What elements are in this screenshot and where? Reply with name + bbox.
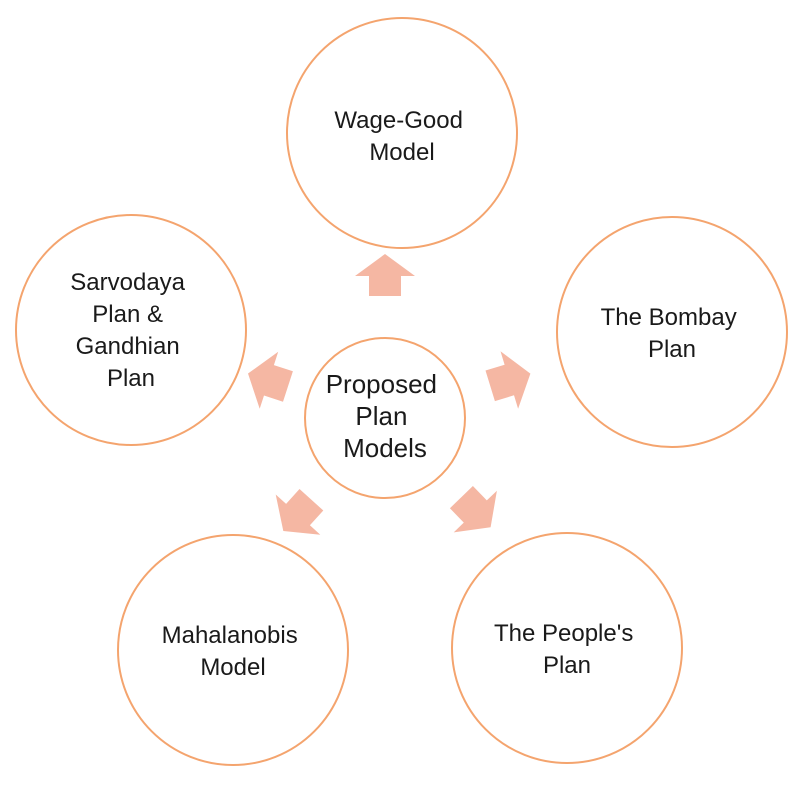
node-label-line: Gandhian (76, 333, 180, 360)
node-label: Wage-Good Model (334, 107, 469, 166)
center-label-line: Models (343, 433, 427, 463)
node-label: Mahalanobis Model (162, 622, 305, 681)
node-label-line: Model (200, 654, 265, 681)
node-label-line: Sarvodaya (70, 269, 185, 296)
node-label: The Bombay Plan (601, 304, 744, 363)
node-sarvodaya-gandhian-plan: Sarvodaya Plan & Gandhian Plan (15, 214, 247, 446)
arrows-group (248, 254, 531, 535)
node-the-bombay-plan: The Bombay Plan (556, 216, 788, 448)
node-label-line: Plan (543, 652, 591, 679)
node-the-peoples-plan: The People's Plan (451, 532, 683, 764)
node-label-line: Plan (648, 336, 696, 363)
center-label: Proposed Plan Models (326, 369, 445, 463)
arrow-lower-right (449, 486, 497, 533)
node-circle (451, 532, 683, 764)
arrow-left (248, 351, 293, 409)
node-mahalanobis-model: Mahalanobis Model (117, 534, 349, 766)
node-circle (556, 216, 788, 448)
node-label-line: Mahalanobis (162, 622, 298, 649)
node-label-line: Wage-Good (334, 107, 463, 134)
node-circle (117, 534, 349, 766)
center-node: Proposed Plan Models (304, 337, 466, 499)
node-label: The People's Plan (494, 620, 640, 679)
node-label-line: Plan & (92, 301, 163, 328)
node-label-line: The Bombay (601, 304, 737, 331)
node-wage-good-model: Wage-Good Model (286, 17, 518, 249)
node-label: Sarvodaya Plan & Gandhian Plan (70, 269, 191, 392)
arrow-up (355, 254, 415, 296)
center-label-line: Plan (355, 401, 407, 431)
node-label-line: Plan (107, 365, 155, 392)
arrow-right (485, 351, 531, 409)
node-label-line: The People's (494, 620, 633, 647)
arrow-lower-left (275, 489, 324, 535)
node-circle (286, 17, 518, 249)
center-circle (304, 337, 466, 499)
node-label-line: Model (369, 139, 434, 166)
center-label-line: Proposed (326, 369, 437, 399)
node-circle (15, 214, 247, 446)
